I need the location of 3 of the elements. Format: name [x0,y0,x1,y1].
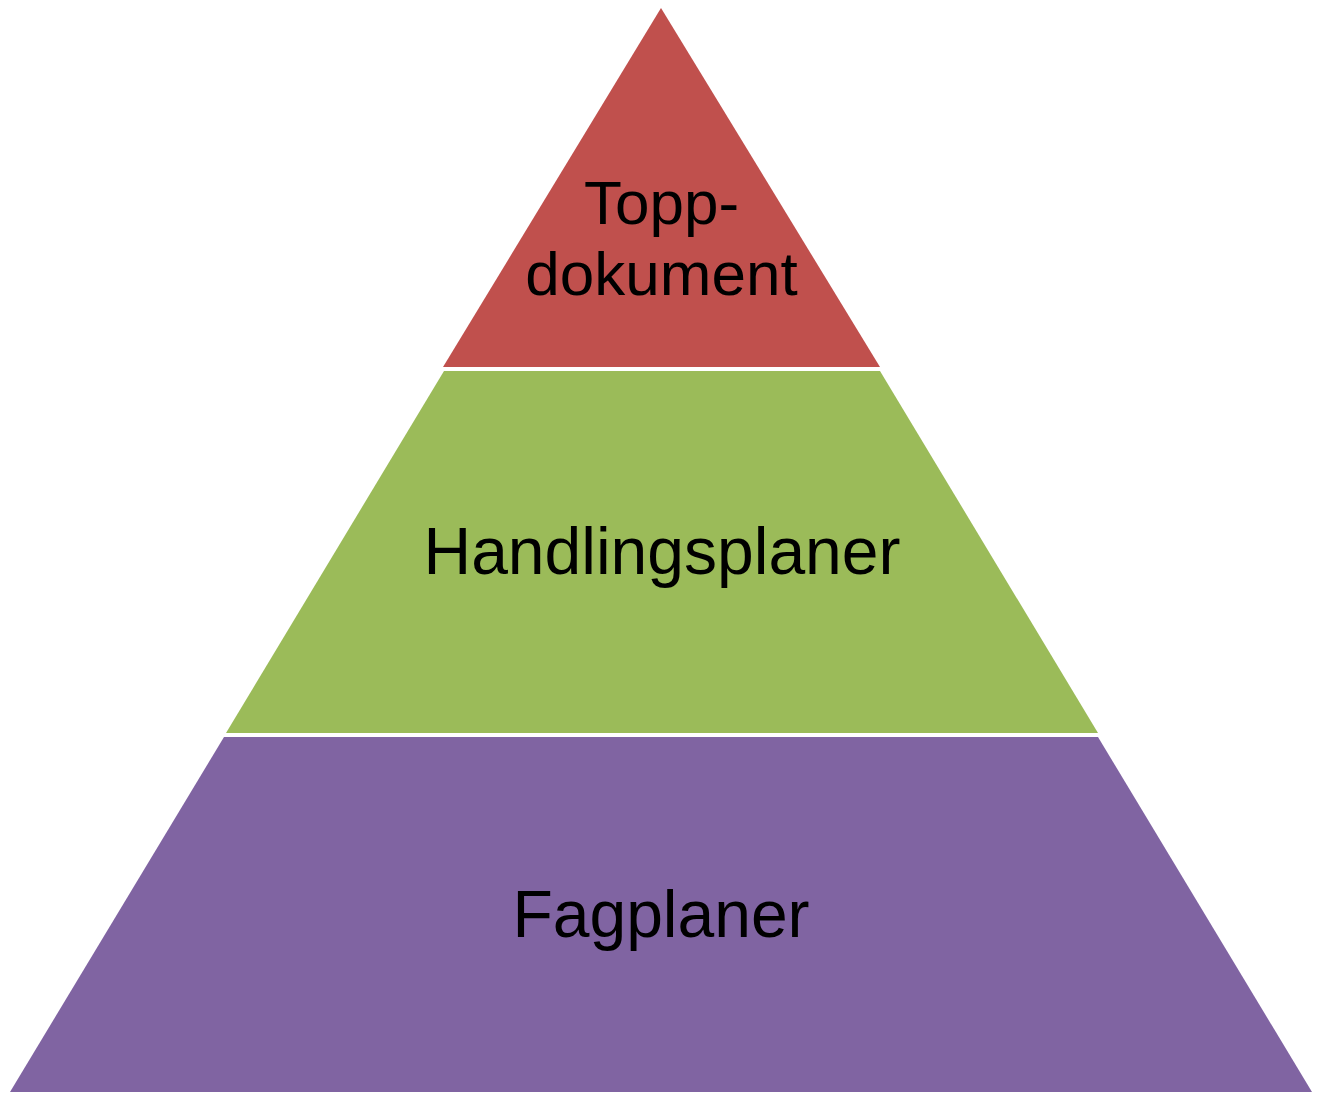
level-label: Handlingsplaner [423,514,901,590]
level-label: Topp- dokument [525,166,798,310]
level-label: Fagplaner [512,876,810,953]
